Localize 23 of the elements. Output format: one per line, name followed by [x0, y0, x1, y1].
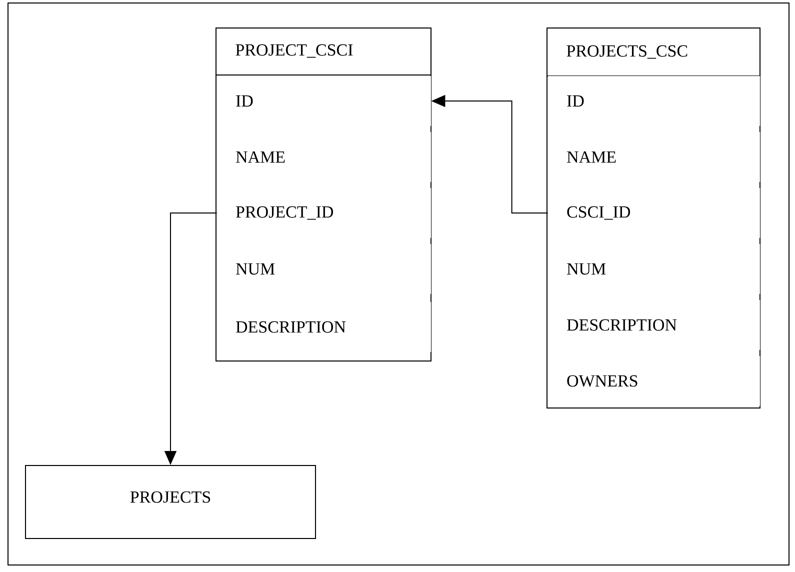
- field-row: PROJECT_ID: [217, 188, 431, 238]
- node-label: CSCI_ID: [567, 206, 630, 220]
- node-label: NAME: [236, 151, 285, 163]
- node-label: PROJECT_ID: [236, 206, 334, 220]
- node-label: OWNERS: [567, 375, 638, 387]
- node-label: DESCRIPTION: [236, 321, 346, 333]
- field-row: NAME: [217, 132, 431, 182]
- node-label: NUM: [566, 263, 606, 275]
- field-row: ID: [548, 76, 760, 126]
- field-row: DESCRIPTION: [217, 302, 431, 352]
- node-label: NUM: [236, 263, 275, 275]
- field-row: NUM: [548, 244, 760, 294]
- field-row: NAME: [548, 132, 760, 182]
- node-label: NAME: [566, 151, 616, 163]
- field-row: NUM: [217, 244, 431, 294]
- node-label: ID: [236, 95, 253, 107]
- field-row: OWNERS: [548, 356, 760, 406]
- node-label: DESCRIPTION: [566, 319, 677, 331]
- field-row: ID: [217, 76, 431, 126]
- table: PROJECTS: [25, 465, 316, 539]
- field-row: CSCI_ID: [548, 188, 760, 238]
- field-row: DESCRIPTION: [548, 300, 760, 350]
- node-label: ID: [567, 95, 584, 107]
